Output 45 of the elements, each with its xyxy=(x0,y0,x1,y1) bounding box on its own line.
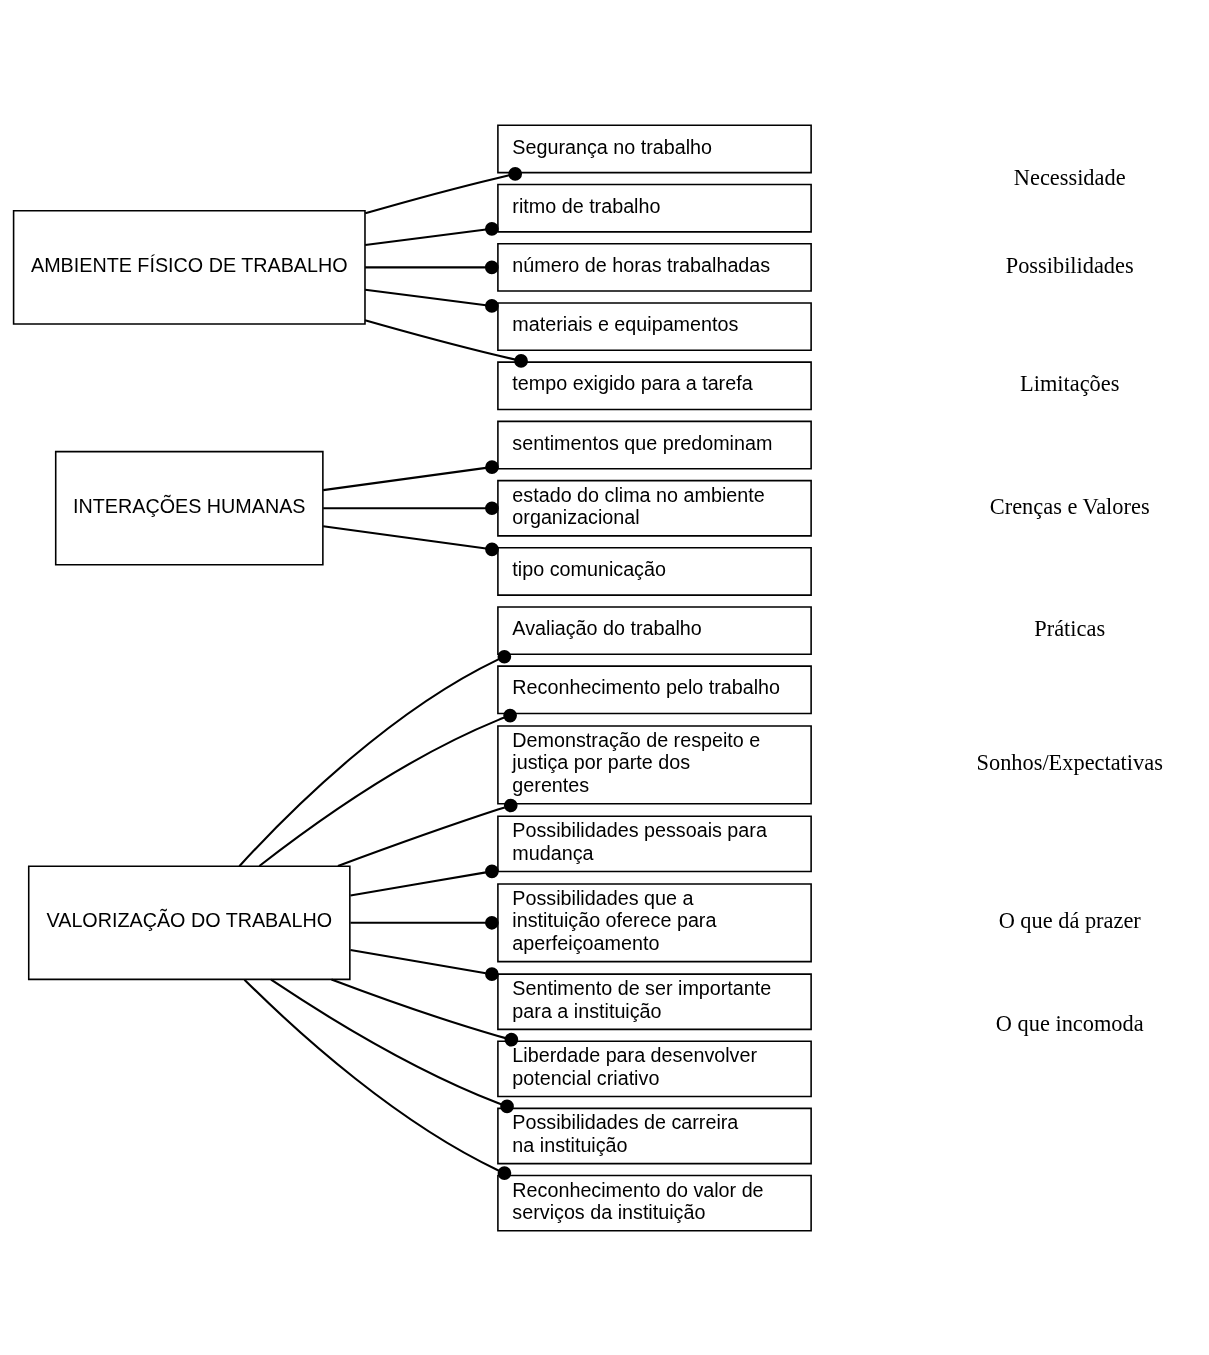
connector xyxy=(270,978,514,1113)
node-box: estado do clima no ambiente organizacional xyxy=(497,479,812,537)
node-box: VALORIZAÇÃO DO TRABALHO xyxy=(27,864,351,980)
node-box: Segurança no trabalho xyxy=(497,123,812,173)
connector xyxy=(364,318,528,368)
node-box: Reconhecimento pelo trabalho xyxy=(497,664,812,714)
node-box: número de horas trabalhadas xyxy=(497,242,812,292)
node-box: tipo comunicação xyxy=(497,546,812,596)
node-box: Possibilidades de carreira na instituição xyxy=(497,1107,812,1164)
node-box: tempo exigido para a tarefa xyxy=(497,360,812,410)
label: Limitações xyxy=(1020,370,1120,396)
connector xyxy=(323,524,499,556)
label: Possibilidades xyxy=(1005,252,1134,278)
connector xyxy=(365,221,499,246)
node-box: sentimentos que predominam xyxy=(497,420,812,470)
connector xyxy=(258,708,517,867)
node-box: Possibilidades pessoais para mudança xyxy=(497,814,812,872)
connector xyxy=(323,500,499,515)
label: O que incomoda xyxy=(995,1010,1144,1036)
connector xyxy=(350,864,499,897)
connector xyxy=(365,260,499,274)
connector xyxy=(350,948,499,981)
connector xyxy=(331,978,519,1047)
node-box: materiais e equipamentos xyxy=(497,301,812,351)
connector xyxy=(365,166,523,214)
node-box: Demonstração de respeito e justiça por parte dos gerentes xyxy=(497,724,812,804)
connector xyxy=(243,978,512,1180)
node-box: Possibilidades que a instituição oferece para aperfeiçoamento xyxy=(497,882,812,962)
label: Práticas xyxy=(1034,615,1106,641)
node-box: AMBIENTE FÍSICO DE TRABALHO xyxy=(12,209,366,325)
label: O que dá prazer xyxy=(998,907,1141,933)
label: Necessidade xyxy=(1013,164,1126,190)
node-box: Avaliação do trabalho xyxy=(497,605,812,655)
connector xyxy=(365,288,499,313)
connector xyxy=(238,649,512,867)
node-box: ritmo de trabalho xyxy=(497,183,812,233)
connector xyxy=(323,459,499,491)
node-box: Liberdade para desenvolver potencial criativo xyxy=(497,1039,812,1097)
label: Sonhos/Expectativas xyxy=(976,749,1163,775)
connector xyxy=(337,798,518,867)
node-box: Sentimento de ser importante para a instituição xyxy=(497,972,812,1030)
connector xyxy=(350,915,499,930)
label: Crenças e Valores xyxy=(989,493,1150,519)
node-box: INTERAÇÕES HUMANAS xyxy=(54,450,324,566)
node-box: Reconhecimento do valor de serviços da instituição xyxy=(497,1174,812,1232)
